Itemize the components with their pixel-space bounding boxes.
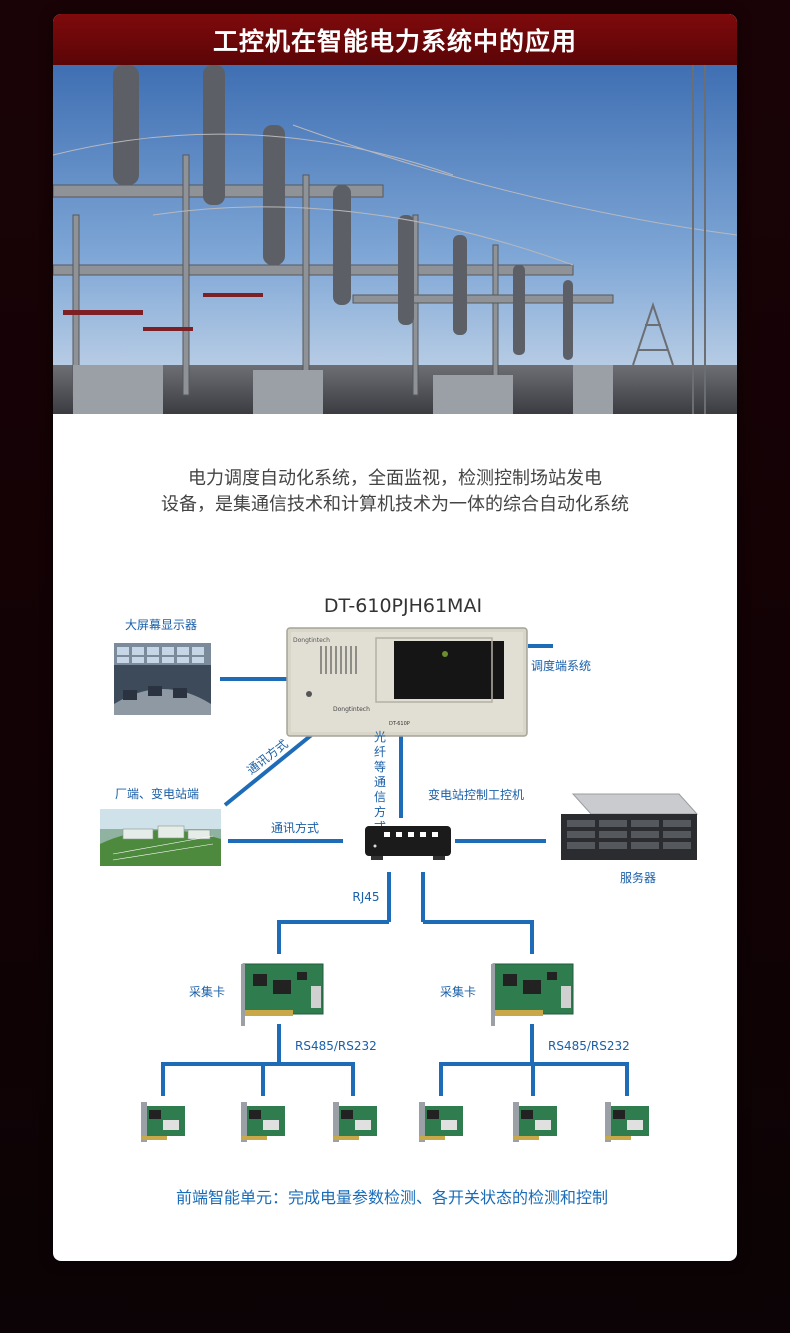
page-title: 工控机在智能电力系统中的应用 bbox=[53, 14, 737, 65]
fiber-char: 方 bbox=[374, 804, 386, 819]
fiber-char: 通 bbox=[374, 775, 386, 789]
fiber-char: 纤 bbox=[374, 745, 386, 759]
fiber-char: 信 bbox=[374, 790, 386, 804]
dispatch-label: 调度端系统 bbox=[531, 658, 591, 673]
footer-caption: 前端智能单元：完成电量参数检测、各开关状态的检测和控制 bbox=[176, 1188, 608, 1207]
plant-label: 厂端、变电站端 bbox=[115, 786, 199, 801]
substation-ipc-label: 变电站控制工控机 bbox=[428, 787, 524, 802]
system-diagram: DT-610PJH61MAI Dongtintech Dongtintech D… bbox=[100, 595, 699, 1207]
model-title: DT-610PJH61MAI bbox=[324, 595, 482, 617]
intro-text: 电力调度自动化系统，全面监视，检测控制场站发电 设备，是集通信技术和计算机技术为… bbox=[53, 466, 737, 518]
fiber-char: 等 bbox=[374, 760, 386, 774]
front-end-unit-icon bbox=[241, 1102, 285, 1142]
rj45-label: RJ45 bbox=[352, 890, 379, 904]
content-card: 工控机在智能电力系统中的应用 bbox=[53, 14, 737, 1261]
acquisition-card-right-icon bbox=[491, 963, 574, 1026]
big-screen-label: 大屏幕显示器 bbox=[125, 618, 197, 632]
front-end-unit-icon bbox=[333, 1102, 377, 1142]
substation-photo bbox=[53, 65, 737, 414]
rs-left-label: RS485/RS232 bbox=[295, 1039, 377, 1053]
big-screen-image bbox=[114, 643, 211, 715]
plant-image bbox=[100, 809, 221, 866]
chassis-tag: DT-610P bbox=[389, 721, 410, 727]
acquisition-card-left-icon bbox=[241, 963, 324, 1026]
server-icon bbox=[561, 793, 699, 860]
comm-label-horizontal: 通讯方式 bbox=[271, 820, 319, 835]
front-end-unit-icon bbox=[513, 1102, 557, 1142]
front-end-unit-icon bbox=[605, 1102, 649, 1142]
server-label: 服务器 bbox=[620, 870, 656, 885]
intro-line-2: 设备，是集通信技术和计算机技术为一体的综合自动化系统 bbox=[161, 494, 629, 515]
acq-right-label: 采集卡 bbox=[440, 984, 476, 999]
fiber-char: 光 bbox=[374, 730, 386, 744]
chassis-brand-front: Dongtintech bbox=[333, 706, 370, 713]
industrial-pc-icon: Dongtintech Dongtintech DT-610P bbox=[286, 627, 528, 737]
acq-left-label: 采集卡 bbox=[189, 984, 225, 999]
rs-right-label: RS485/RS232 bbox=[548, 1039, 630, 1053]
fiber-label: 光 纤 等 通 信 方 式 bbox=[374, 730, 386, 834]
chassis-brand: Dongtintech bbox=[293, 637, 330, 644]
front-end-unit-icon bbox=[419, 1102, 463, 1142]
connection-lines bbox=[161, 644, 629, 1096]
front-end-unit-icon bbox=[141, 1102, 185, 1142]
intro-line-1: 电力调度自动化系统，全面监视，检测控制场站发电 bbox=[188, 468, 602, 489]
network-switch-icon bbox=[365, 826, 451, 860]
